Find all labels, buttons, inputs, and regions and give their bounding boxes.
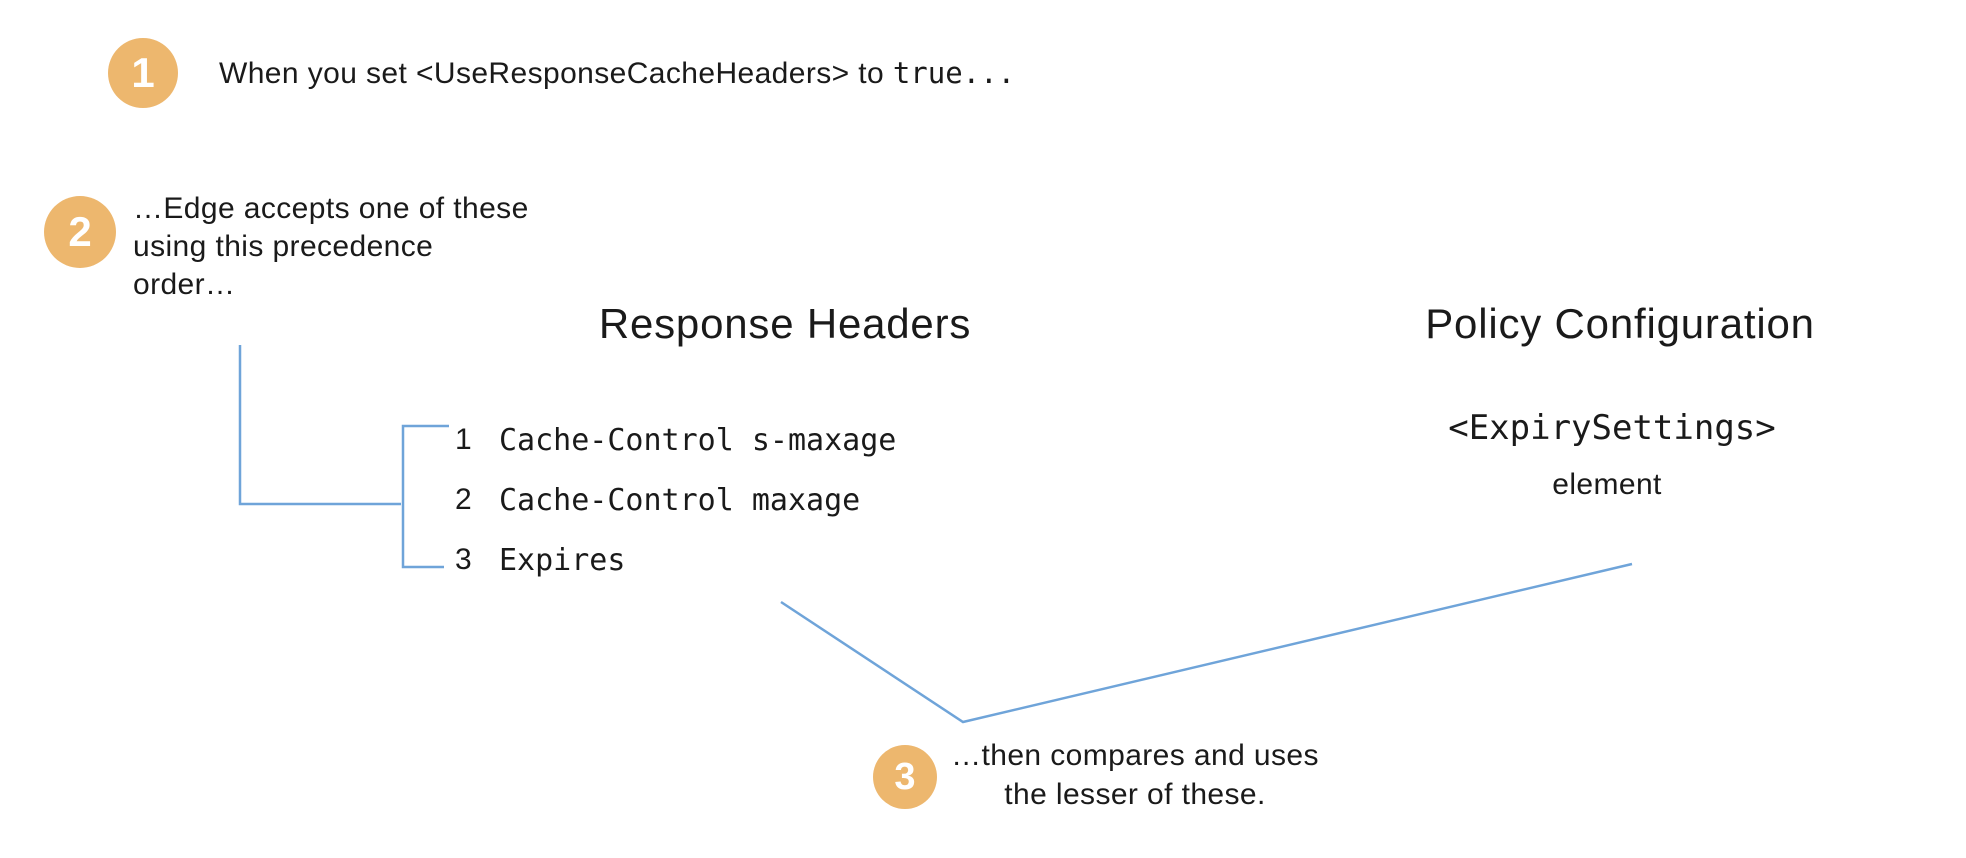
precedence-rank: 3	[455, 543, 472, 576]
step-3-number: 3	[894, 756, 916, 798]
step-1-text-prefix: When you set <UseResponseCacheHeaders> t…	[219, 57, 893, 90]
policy-configuration-title: Policy Configuration	[1425, 300, 1815, 347]
response-headers-title: Response Headers	[598, 300, 972, 347]
step-1-number: 1	[131, 49, 155, 96]
step-1-code-value: true...	[892, 56, 1016, 90]
precedence-rank: 2	[455, 483, 472, 516]
precedence-list: 1 Cache-Control s-maxage 2 Cache-Control…	[455, 410, 896, 590]
step-1-badge: 1	[108, 38, 178, 108]
step-3-text: …then compares and uses the lesser of th…	[948, 736, 1322, 814]
step-2-line-1: …Edge accepts one of these	[133, 192, 529, 225]
precedence-list-item-1: 1 Cache-Control s-maxage	[455, 410, 896, 470]
precedence-list-item-3: 3 Expires	[455, 530, 896, 590]
precedence-list-item-2: 2 Cache-Control maxage	[455, 470, 896, 530]
step-3-badge: 3	[873, 745, 937, 809]
step-3-line-1: …then compares and uses	[951, 739, 1319, 772]
expiry-settings-code: <ExpirySettings>	[1448, 408, 1776, 448]
step-2-number: 2	[68, 208, 92, 255]
step-2-line-3: order…	[133, 268, 236, 301]
step-2-line-2: using this precedence	[133, 230, 434, 263]
list-bracket	[401, 424, 449, 569]
expiry-settings-element-label: element	[1552, 468, 1662, 501]
step-3-line-2: the lesser of these.	[1004, 778, 1266, 811]
step-1-text: When you set <UseResponseCacheHeaders> t…	[219, 54, 1015, 93]
precedence-header-name: Cache-Control s-maxage	[499, 422, 897, 458]
precedence-rank: 1	[455, 423, 472, 456]
step2-to-list-connector	[238, 345, 401, 506]
precedence-header-name: Expires	[499, 542, 626, 578]
step-2-text: …Edge accepts one of these using this pr…	[133, 190, 529, 304]
compare-v-connector	[780, 562, 1633, 724]
precedence-header-name: Cache-Control maxage	[499, 482, 861, 518]
step-2-badge: 2	[44, 196, 116, 268]
